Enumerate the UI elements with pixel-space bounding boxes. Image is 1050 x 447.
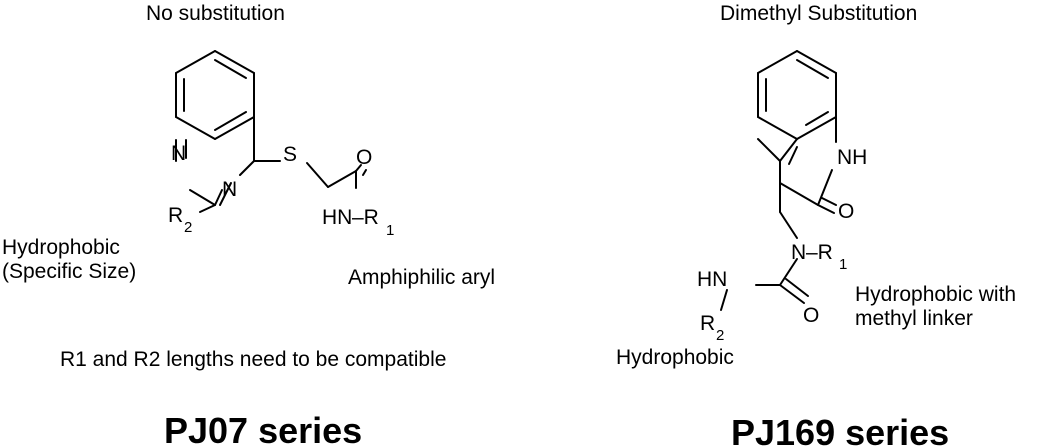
atom-nh-ring: NH xyxy=(837,146,867,169)
bond xyxy=(189,189,216,206)
left-r2-note-line1: Hydrophobic xyxy=(2,236,120,259)
bond xyxy=(355,164,362,172)
bond xyxy=(817,204,835,214)
bond xyxy=(306,162,329,188)
bond xyxy=(757,116,798,140)
bond xyxy=(199,204,216,213)
bond xyxy=(821,197,837,206)
bond xyxy=(757,50,798,74)
right-r2-note: Hydrophobic xyxy=(616,346,734,369)
atom-o-urea: O xyxy=(803,304,819,327)
atom-n-chain: N xyxy=(791,241,806,264)
bond xyxy=(219,182,232,206)
bond-inner xyxy=(805,111,829,126)
right-r1-note-line2: methyl linker xyxy=(855,307,973,330)
atom-o-ring: O xyxy=(838,200,854,223)
bond xyxy=(779,182,819,206)
pj07-bonds xyxy=(175,50,367,213)
bond-inner xyxy=(796,59,829,79)
bond xyxy=(327,170,357,188)
left-compat-note: R1 and R2 lengths need to be compatible xyxy=(60,348,447,371)
bond-inner xyxy=(214,59,247,79)
bond xyxy=(214,50,255,74)
left-series-label: PJ07 series xyxy=(164,410,363,447)
bond xyxy=(796,50,837,74)
bond xyxy=(779,258,798,286)
bond xyxy=(720,289,728,311)
atom-r2: R xyxy=(700,312,715,335)
atom-r1-sub: 1 xyxy=(839,256,847,273)
atom-dash-r1: –R xyxy=(806,241,833,264)
bond xyxy=(779,284,805,304)
bond xyxy=(239,160,255,176)
atom-r2-sub: 2 xyxy=(716,327,724,344)
atom-dash-r1: –R xyxy=(352,206,379,229)
bond xyxy=(796,116,837,140)
bond xyxy=(214,189,223,206)
atom-r2-sub: 2 xyxy=(184,219,192,236)
bond xyxy=(817,169,833,206)
left-r1-note: Amphiphilic aryl xyxy=(348,266,496,289)
atom-r1-sub: 1 xyxy=(386,222,394,239)
left-r2-note-line2: (Specific Size) xyxy=(2,260,137,283)
atom-o: O xyxy=(356,146,372,169)
atom-hn: HN xyxy=(322,206,352,229)
bond xyxy=(362,169,367,176)
bond xyxy=(785,278,809,297)
pj169-bonds xyxy=(720,50,837,311)
bond xyxy=(214,116,255,140)
right-r1-note-line1: Hydrophobic with xyxy=(855,283,1017,306)
bond xyxy=(779,211,798,239)
bond xyxy=(757,138,781,162)
atom-s: S xyxy=(283,143,297,166)
bond-inner xyxy=(214,111,247,131)
atom-r2: R xyxy=(168,204,183,227)
right-series-label: PJ169 series xyxy=(731,412,950,447)
atom-n-bottom: N xyxy=(222,178,237,201)
atom-hn: HN xyxy=(697,268,727,291)
bond xyxy=(779,138,798,162)
bond xyxy=(175,50,216,74)
bond-inner xyxy=(788,146,798,165)
left-heading: No substitution xyxy=(146,2,285,25)
atom-n-top: N xyxy=(171,142,186,165)
right-heading: Dimethyl Substitution xyxy=(720,2,918,25)
bond xyxy=(175,116,216,140)
